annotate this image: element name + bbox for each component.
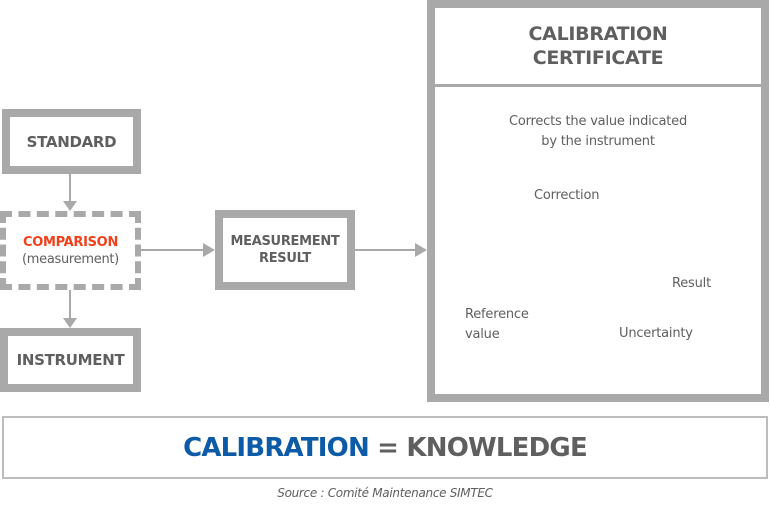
certificate-header: CALIBRATION CERTIFICATE xyxy=(435,8,761,87)
comparison-sublabel: (measurement) xyxy=(22,251,119,267)
certificate-description: Corrects the value indicated by the inst… xyxy=(435,112,761,152)
arrow-result-to-certificate xyxy=(355,243,427,257)
instrument-box: INSTRUMENT xyxy=(0,328,141,392)
reference-line1: Reference xyxy=(465,307,529,322)
result-label: Result xyxy=(672,276,711,291)
instrument-label: INSTRUMENT xyxy=(16,351,125,369)
correction-label: Correction xyxy=(534,188,600,203)
source-caption: Source : Comité Maintenance SIMTEC xyxy=(277,486,493,500)
certificate-title-line1: CALIBRATION xyxy=(528,23,668,45)
arrow-comparison-to-instrument xyxy=(63,290,77,328)
banner-calibration: CALIBRATION xyxy=(183,432,370,463)
comparison-label: COMPARISON xyxy=(22,234,119,250)
reference-line2: value xyxy=(465,327,500,342)
standard-label: STANDARD xyxy=(26,132,117,151)
calibration-knowledge-banner: CALIBRATION = KNOWLEDGE xyxy=(2,416,768,479)
comparison-box: COMPARISON (measurement) xyxy=(0,211,141,290)
standard-box: STANDARD xyxy=(2,109,141,174)
description-line1: Corrects the value indicated xyxy=(508,114,688,129)
reference-value-label: Reference value xyxy=(465,305,529,345)
measurement-result-box: MEASUREMENT RESULT xyxy=(215,210,355,290)
certificate-title-line2: CERTIFICATE xyxy=(532,47,664,69)
calibration-certificate-box: CALIBRATION CERTIFICATE Corrects the val… xyxy=(427,0,769,402)
arrow-standard-to-comparison xyxy=(63,174,77,211)
description-line2: by the instrument xyxy=(541,134,655,149)
banner-equals: = xyxy=(368,432,407,463)
measurement-result-line2: RESULT xyxy=(258,251,311,266)
uncertainty-label: Uncertainty xyxy=(619,326,693,341)
arrow-comparison-to-result xyxy=(141,243,215,257)
banner-knowledge: KNOWLEDGE xyxy=(406,432,587,463)
measurement-result-line1: MEASUREMENT xyxy=(230,234,340,249)
